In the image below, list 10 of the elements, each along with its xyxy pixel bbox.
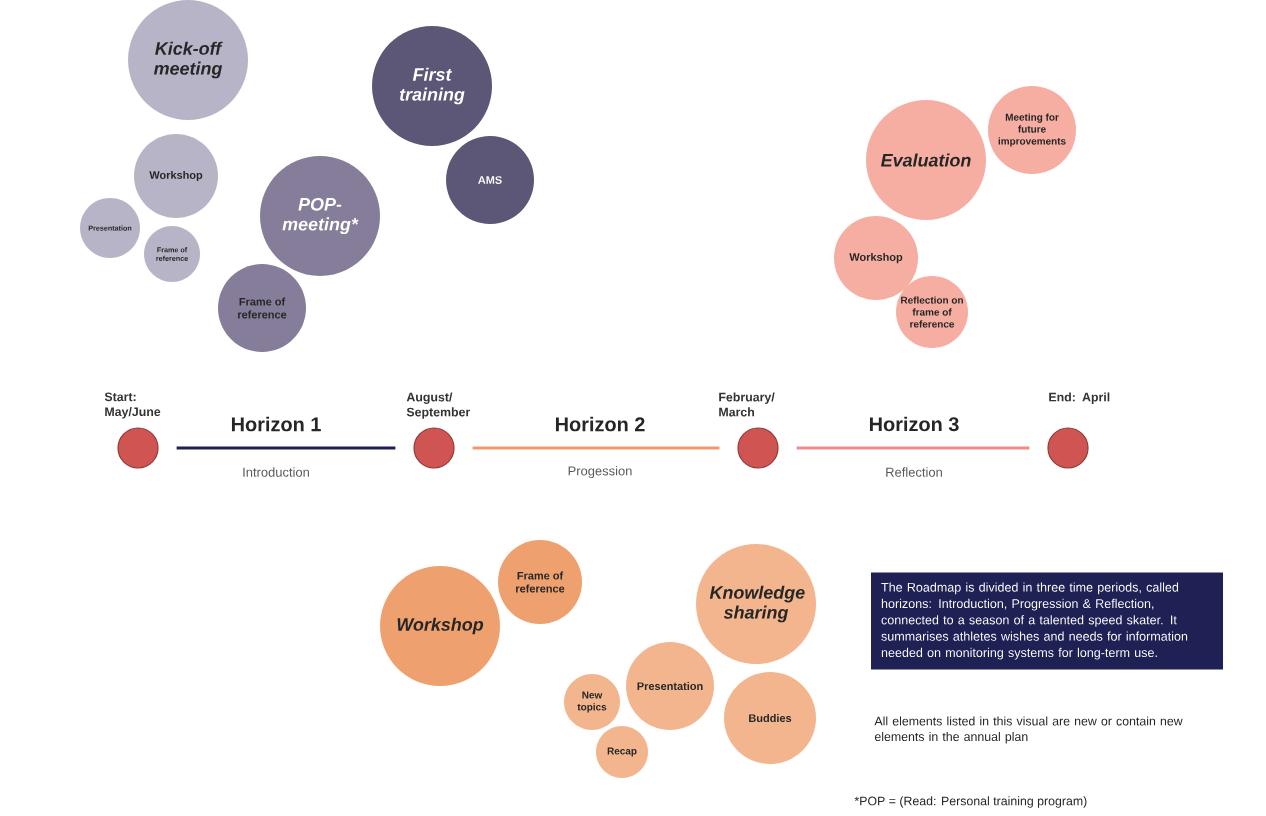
horizon-label: Horizon 2 [555, 416, 645, 432]
timeline-dot [737, 427, 779, 469]
horizon-label: Horizon 1 [231, 416, 321, 432]
horizon-line [796, 446, 1030, 450]
timeline-dot [413, 427, 455, 469]
horizon-line [176, 446, 396, 450]
timeline-dot [1047, 427, 1089, 469]
horizon-label: Horizon 3 [869, 416, 959, 432]
timeline-dot [117, 427, 159, 469]
horizon-line [472, 446, 720, 450]
